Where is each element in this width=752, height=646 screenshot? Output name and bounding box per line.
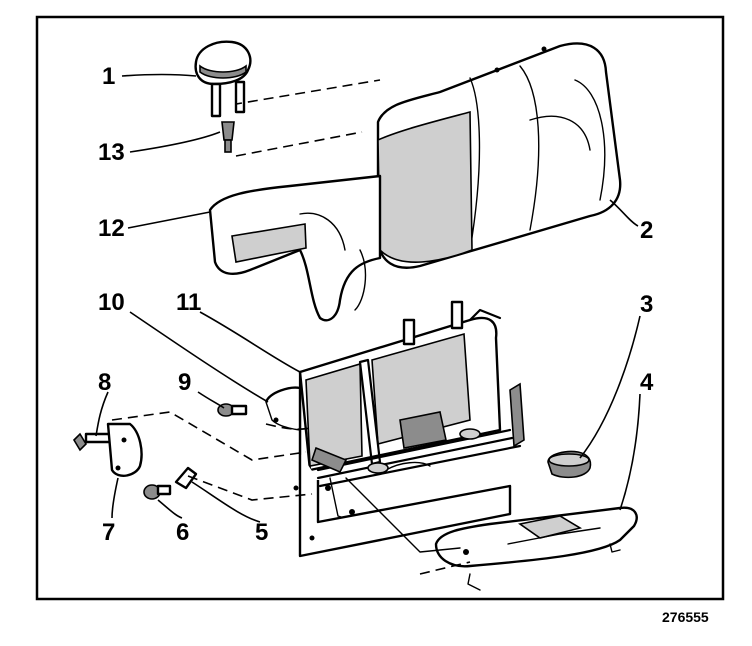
leader-7	[111, 477, 119, 519]
bolt-9-part	[217, 403, 248, 417]
callout-6: 6	[176, 519, 189, 546]
leader-12	[127, 211, 211, 229]
callout-2: 2	[640, 217, 653, 244]
leader-4	[619, 393, 641, 511]
callout-12: 12	[98, 215, 125, 242]
bracket-5-part	[174, 466, 198, 490]
cup-holder	[547, 450, 592, 479]
guide-dash	[235, 131, 363, 157]
dash-tray	[419, 561, 471, 575]
callout-7: 7	[102, 519, 115, 546]
headrest-dash	[235, 79, 381, 105]
leader-5	[191, 481, 261, 523]
seat-frame	[298, 300, 525, 521]
callout-4: 4	[640, 369, 654, 396]
dash-cover	[111, 411, 307, 461]
leader-9	[197, 391, 225, 409]
callout-13: 13	[98, 139, 125, 166]
leader-8	[95, 391, 109, 437]
figure-border	[35, 15, 725, 601]
cover-7-part	[106, 422, 143, 477]
leader-1	[121, 73, 197, 77]
leader-2	[609, 199, 639, 227]
leader-10	[129, 311, 269, 403]
seat-cushion	[208, 174, 382, 322]
leader-3	[579, 315, 641, 459]
figure-number: 276555	[662, 609, 709, 625]
bolt-6-part	[143, 484, 172, 500]
link-rod	[345, 477, 461, 553]
callout-8: 8	[98, 369, 111, 396]
callout-1: 1	[102, 63, 115, 90]
leader-6	[157, 499, 183, 519]
callout-11: 11	[176, 289, 201, 316]
guide-bolt	[221, 121, 235, 153]
dash-panel	[265, 423, 311, 430]
leader-13	[129, 131, 221, 153]
seat-back-cushion	[376, 42, 622, 269]
callout-3: 3	[640, 291, 653, 318]
leader-11	[199, 311, 301, 373]
dash-bracket	[187, 475, 313, 501]
callout-9: 9	[178, 369, 191, 396]
headrest	[194, 40, 252, 118]
callout-10: 10	[98, 289, 125, 316]
bolt-8-part	[72, 432, 112, 452]
callout-5: 5	[255, 519, 268, 546]
seat-base-tray	[434, 506, 638, 591]
